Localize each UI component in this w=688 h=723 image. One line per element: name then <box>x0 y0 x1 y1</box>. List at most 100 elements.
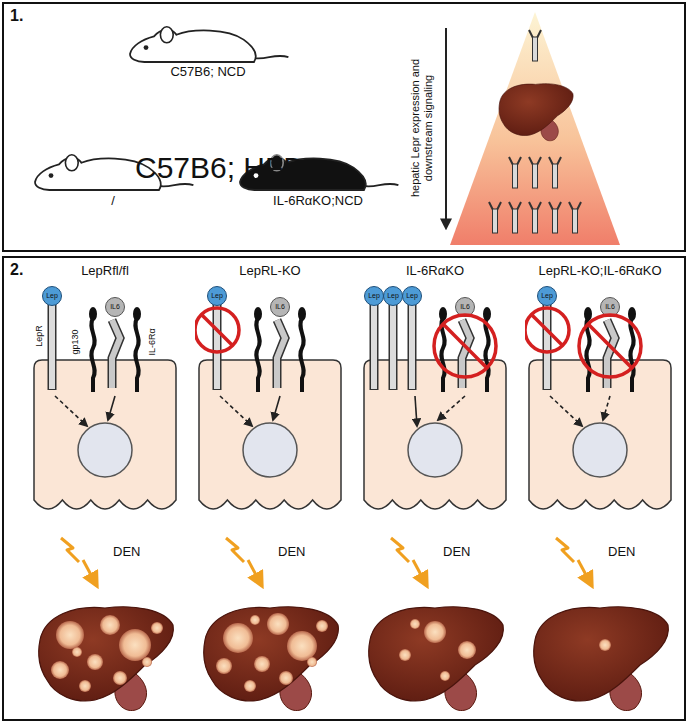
signal-arrow <box>603 396 610 420</box>
gp130-strand <box>441 318 444 392</box>
tumor-nodule <box>244 680 256 692</box>
leptin-ligand <box>43 287 62 306</box>
drawing-circle <box>144 45 149 50</box>
il6-ligand <box>106 298 125 317</box>
treatment-label: DEN <box>113 545 140 560</box>
lepr-receptor <box>390 305 396 389</box>
drawing-line <box>413 560 427 586</box>
receptor-icon <box>529 157 541 188</box>
signal-arrow <box>273 396 280 420</box>
knockout-sign <box>434 315 496 377</box>
hepatocyte-drawing <box>30 262 180 524</box>
gp130-strand <box>485 318 488 392</box>
ligand-label: IL6 <box>110 303 120 311</box>
genotype-heading: LepRL-KO <box>195 263 345 278</box>
den-treatment-icon <box>226 538 262 586</box>
drawing-path <box>391 538 409 562</box>
tumor-nodule <box>250 615 260 625</box>
drawing-path <box>534 607 669 701</box>
lepr-receptor <box>48 304 57 390</box>
drawing-rect <box>553 164 558 188</box>
drawing-rect <box>533 209 538 233</box>
drawing-ellipse <box>160 27 173 43</box>
receptor-label: IL-6Rα <box>147 327 157 356</box>
lepr-receptor <box>371 305 377 389</box>
cell-node: LepRL-KO <box>195 262 345 524</box>
tumor-nodule <box>100 615 120 635</box>
mouse-icon <box>130 27 288 62</box>
nucleus <box>573 423 627 477</box>
tumor-nodule <box>142 657 152 667</box>
knockout-sign <box>579 315 641 377</box>
tumor-nodule <box>267 613 289 635</box>
cell-node: LepRfl/fl <box>30 262 180 524</box>
genotype-heading: IL-6RαKO <box>360 263 510 278</box>
lepr-receptor <box>370 304 379 390</box>
receptor-icon <box>529 202 541 233</box>
gp130-domain <box>628 307 636 321</box>
drawing-line <box>588 324 632 368</box>
tumor-nodule <box>72 647 82 657</box>
receptor-label: gp130 <box>70 328 80 355</box>
tumor-nodule <box>87 654 103 670</box>
ligand-label: IL6 <box>605 303 615 311</box>
lepr-receptor <box>389 304 398 390</box>
lepr-receptor <box>544 305 550 389</box>
lepr-receptor <box>409 305 415 389</box>
ligand-label: Lep <box>368 292 380 300</box>
nucleus <box>78 423 132 477</box>
drawing-rect <box>573 209 578 233</box>
drawing-line <box>578 560 592 586</box>
receptor-icon <box>549 202 561 233</box>
treatment-label: DEN <box>278 545 305 560</box>
lepr-receptor <box>214 305 220 389</box>
ligand-label: IL6 <box>460 303 470 311</box>
hepatocyte-drawing <box>525 262 675 524</box>
drawing-ellipse <box>65 155 78 171</box>
drawing-path <box>204 607 339 701</box>
drawing-line <box>201 314 232 345</box>
gradient-triangle <box>450 12 620 245</box>
liver-drawing <box>204 607 339 711</box>
gp130-domain <box>254 307 262 321</box>
nucleus <box>243 423 297 477</box>
receptor-icon <box>489 202 501 233</box>
mouse-label: C57B6; NCD <box>170 65 245 80</box>
hepatocyte-drawing <box>195 262 345 524</box>
tumor-nodule <box>113 671 127 685</box>
tumor-nodule <box>51 661 69 679</box>
gp130-strand <box>586 318 589 392</box>
drawing-rect <box>553 209 558 233</box>
tumor-nodule <box>440 671 450 681</box>
tumor-nodule <box>424 621 446 643</box>
drawing-rect <box>533 164 538 188</box>
knockout-sign <box>525 308 569 352</box>
signal-arrow <box>220 396 252 426</box>
drawing-path <box>61 538 79 562</box>
drawing-rect <box>513 209 518 233</box>
gp130-domain <box>439 307 447 321</box>
gp130-strand <box>135 318 138 392</box>
receptor-icon <box>549 157 561 188</box>
genotype-heading: LepRfl/fl <box>30 263 180 278</box>
receptor-icon <box>569 202 581 233</box>
mouse-label: C57B6; HFD <box>135 151 305 186</box>
gp130-domain <box>483 307 491 321</box>
gp130-domain <box>89 307 97 321</box>
lepr-receptor <box>543 304 552 390</box>
lepr-receptor <box>49 305 55 389</box>
il6ra-receptor <box>277 320 285 388</box>
leptin-ligand <box>403 287 422 306</box>
tumor-nodule <box>119 629 151 661</box>
drawing-rect <box>533 37 538 61</box>
panel-number: 2. <box>10 261 23 279</box>
panel-box: 2. LepRfl/fl LepRL-KO IL-6RαKO LepRL-KO;IL-6… <box>2 256 686 721</box>
signal-arrow <box>438 396 465 420</box>
ligand-label: Lep <box>211 292 223 300</box>
den-treatment-icon <box>391 538 427 586</box>
il6ra-receptor <box>112 320 120 388</box>
treatment-label: DEN <box>443 545 470 560</box>
genotype-heading: LepRL-KO;IL-6RαKO <box>525 263 675 278</box>
tumor-nodule <box>216 658 232 674</box>
drawing-path <box>369 607 504 701</box>
